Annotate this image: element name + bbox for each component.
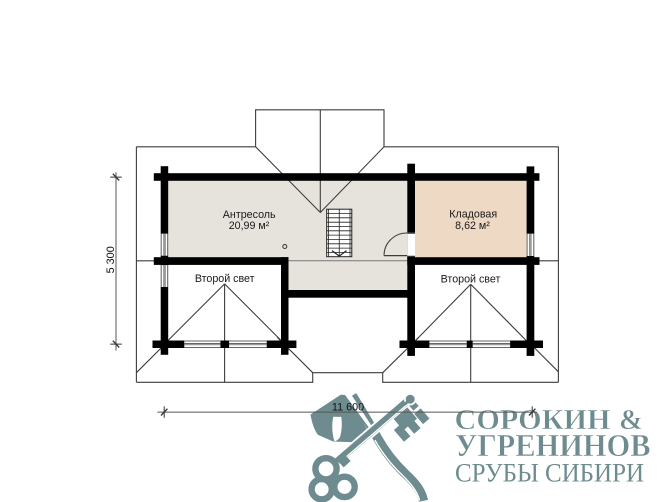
svg-text:11 600: 11 600: [332, 402, 364, 414]
svg-text:Кладовая: Кладовая: [449, 209, 497, 221]
svg-text:УГРЕНИНОВ: УГРЕНИНОВ: [455, 428, 651, 463]
svg-text:5 300: 5 300: [105, 246, 117, 273]
svg-text:Второй свет: Второй свет: [195, 273, 255, 285]
svg-text:&: &: [619, 404, 643, 436]
svg-text:8,62 м²: 8,62 м²: [455, 220, 490, 232]
svg-text:&: &: [619, 404, 643, 436]
svg-text:СРУБЫ СИБИРИ: СРУБЫ СИБИРИ: [455, 457, 644, 487]
svg-text:Второй свет: Второй свет: [441, 274, 501, 286]
svg-text:УГРЕНИНОВ: УГРЕНИНОВ: [455, 428, 651, 463]
svg-text:Антресоль: Антресоль: [223, 209, 276, 221]
svg-text:20,99 м²: 20,99 м²: [229, 220, 270, 232]
